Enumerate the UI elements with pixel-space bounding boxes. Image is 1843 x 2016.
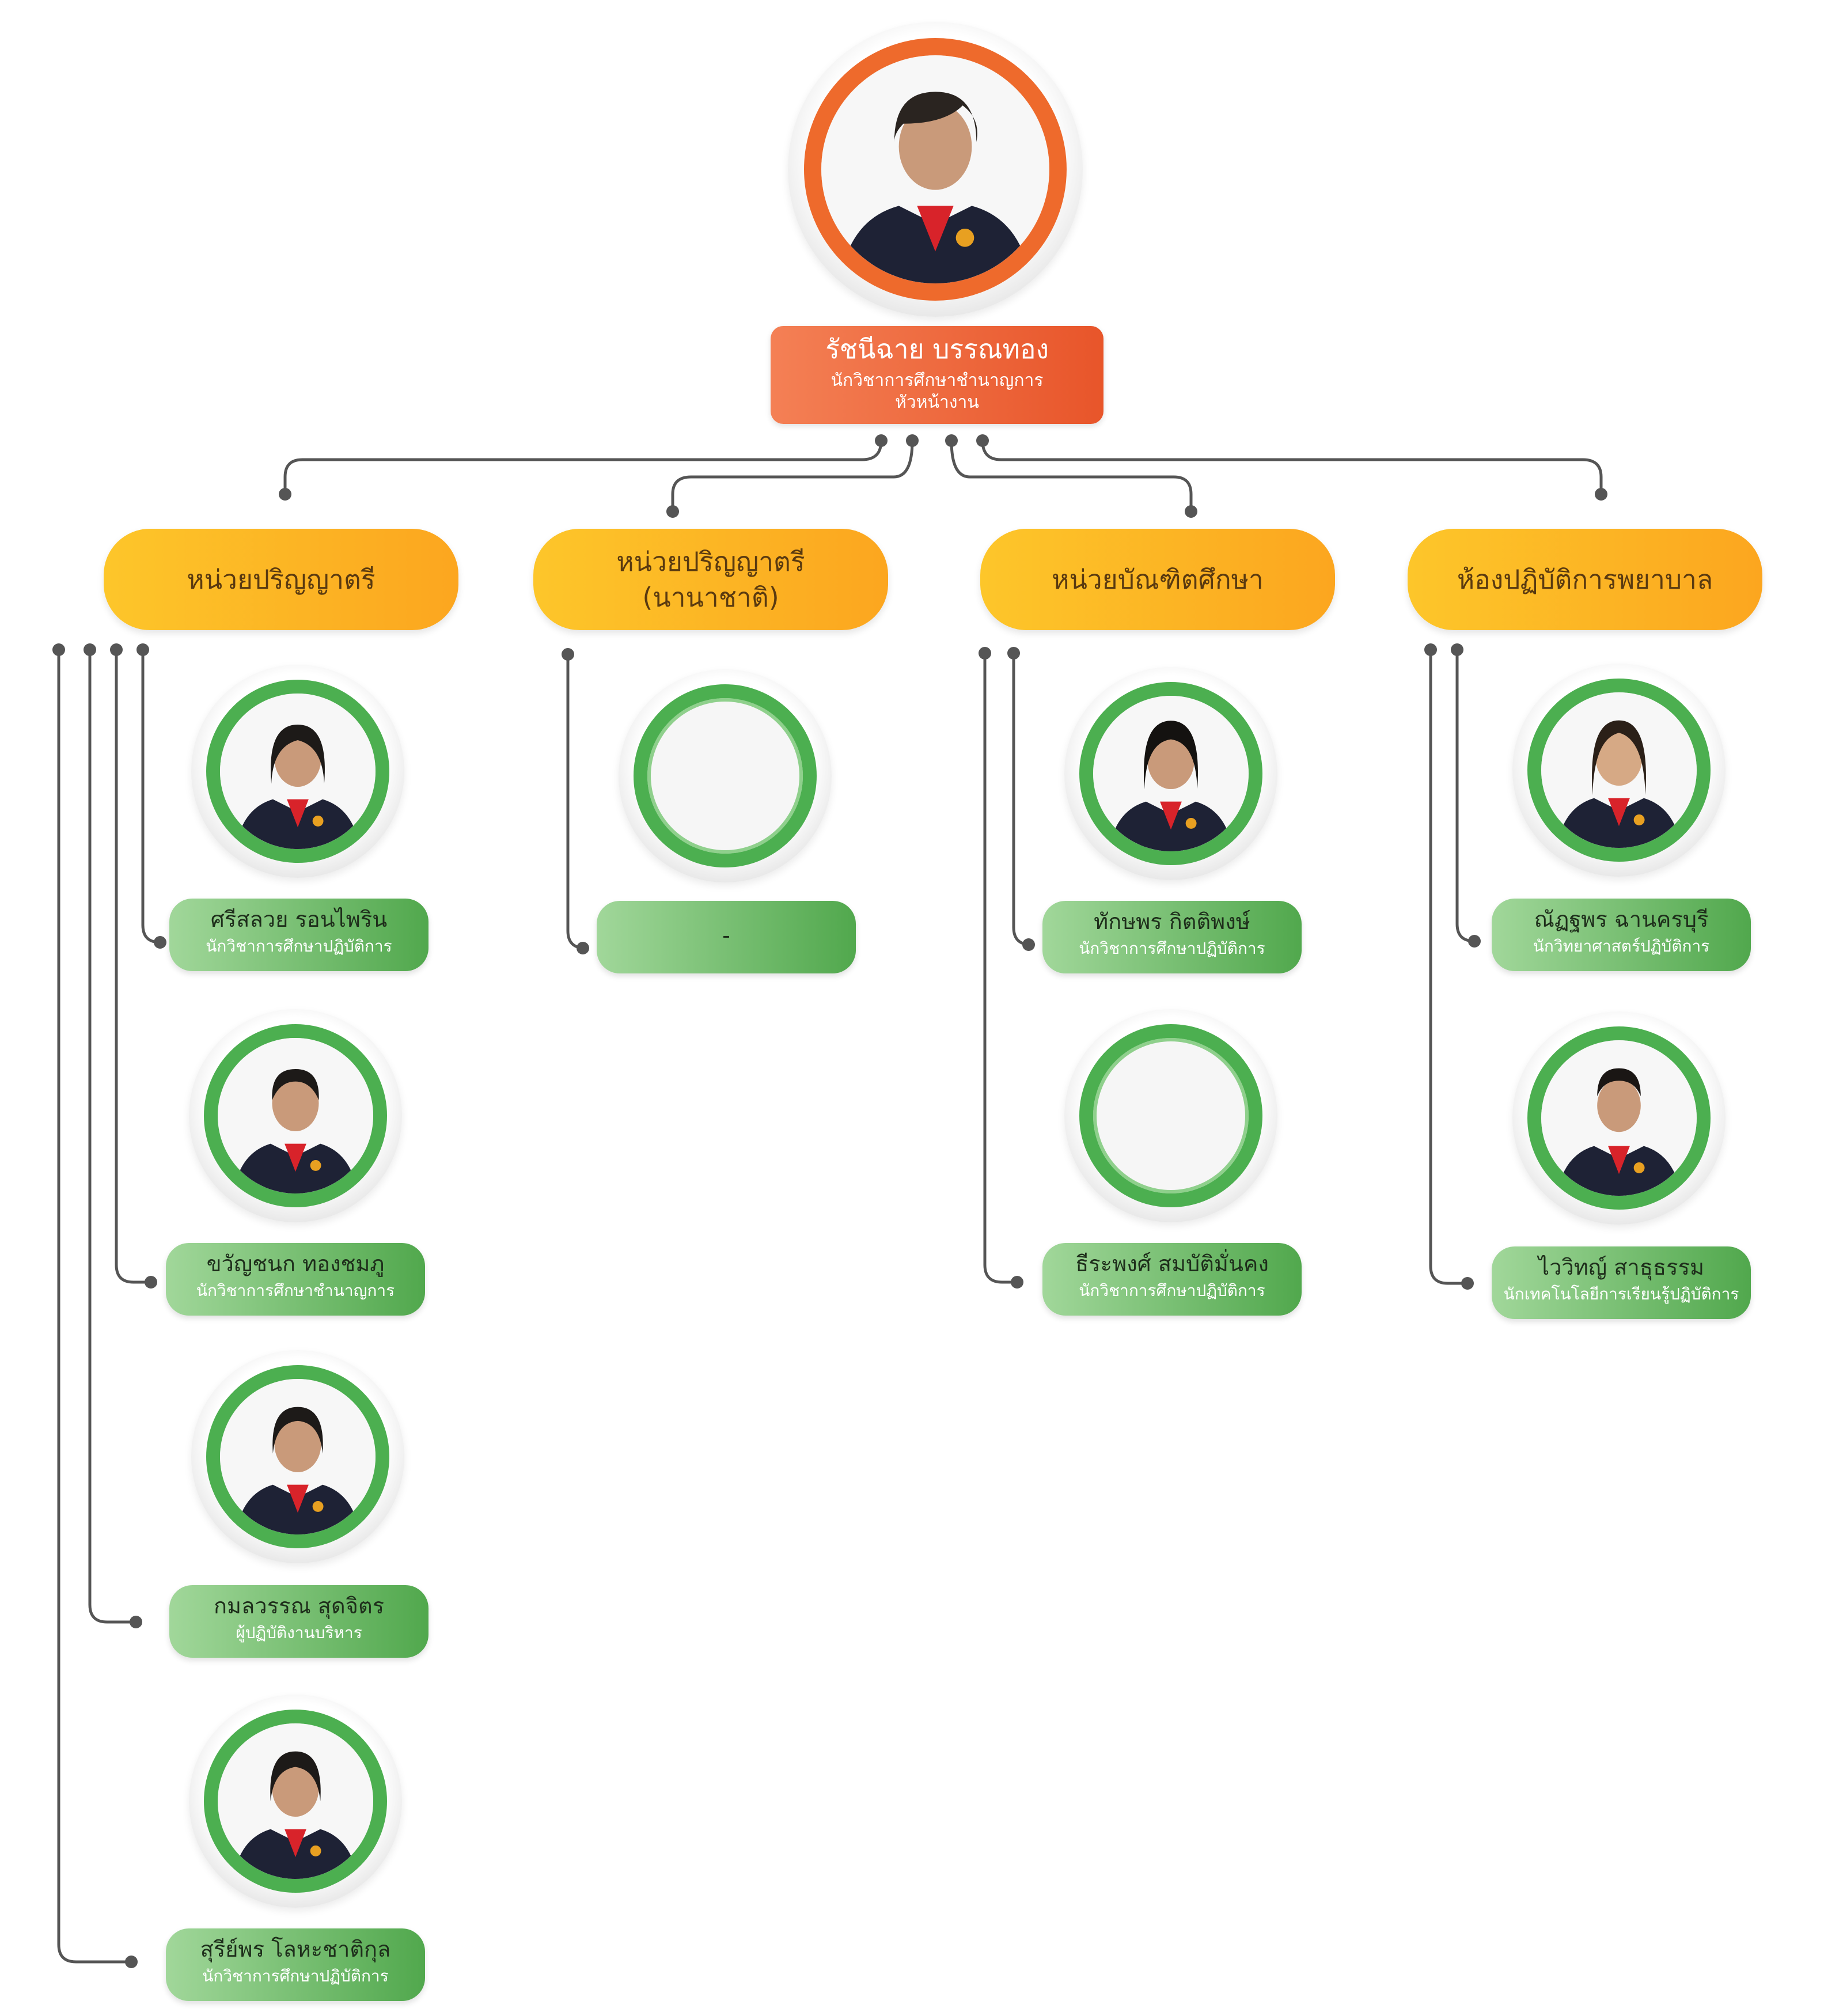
connector-dept3-m1 xyxy=(1012,651,1033,946)
member-photo-ring xyxy=(1527,1026,1711,1210)
member-photo-ring xyxy=(1527,679,1711,862)
member-photo-ring xyxy=(1079,682,1262,865)
member-name: ไววิทญ์ สาธุธรรม xyxy=(1538,1255,1705,1280)
connector-head-dept-3 xyxy=(950,439,1193,513)
member-title: ผู้ปฏิบัติงานบริหาร xyxy=(236,1623,362,1642)
portrait-woman-icon xyxy=(220,1379,376,1534)
department-nursing-lab[interactable]: ห้องปฏิบัติการพยาบาล xyxy=(1408,529,1762,630)
portrait-woman-icon xyxy=(218,1723,373,1879)
connector-dept4-m2 xyxy=(1429,648,1469,1285)
member-title: นักวิชาการศึกษาปฏิบัติการ xyxy=(1079,939,1265,958)
department-bachelor[interactable]: หน่วยปริญญาตรี xyxy=(104,529,458,630)
head-title: นักวิชาการศึกษาชำนาญการ xyxy=(831,370,1044,391)
member-title: นักวิชาการศึกษาปฏิบัติการ xyxy=(1079,1281,1265,1300)
department-graduate[interactable]: หน่วยบัณฑิตศึกษา xyxy=(980,529,1335,630)
department-label: หน่วยปริญญาตรี xyxy=(616,546,805,577)
connector-dept3-m2 xyxy=(983,651,1019,1284)
connector-dept4-m1 xyxy=(1455,648,1476,943)
member-card[interactable]: ทักษพร กิตติพงษ์ นักวิชาการศึกษาปฏิบัติก… xyxy=(1042,901,1302,973)
member-card-vacant[interactable]: - xyxy=(597,901,856,973)
member-name: ณัฏฐพร ฉานครบุรี xyxy=(1534,907,1709,932)
member-name: ธีระพงศ์ สมบัติมั่นคง xyxy=(1075,1251,1269,1276)
connector-dept1-m1 xyxy=(141,648,162,944)
head-name: รัชนีฉาย บรรณทอง xyxy=(825,334,1049,365)
department-label: หน่วยปริญญาตรี xyxy=(187,564,376,595)
member-photo-frame xyxy=(1064,667,1277,880)
member-title: นักวิชาการศึกษาปฏิบัติการ xyxy=(206,937,392,956)
department-bachelor-international[interactable]: หน่วยปริญญาตรี (นานาชาติ) xyxy=(533,529,888,630)
member-photo-frame xyxy=(1064,1009,1277,1222)
member-name: ศรีสลวย รอนไพริน xyxy=(210,907,388,932)
member-name: ขวัญชนก ทองชมภู xyxy=(206,1251,385,1276)
head-photo-frame xyxy=(788,22,1083,317)
member-card[interactable]: ธีระพงศ์ สมบัติมั่นคง นักวิชาการศึกษาปฏิ… xyxy=(1042,1243,1302,1316)
connector-dept1-m3 xyxy=(88,648,138,1624)
head-portrait-icon xyxy=(821,55,1049,283)
empty-photo-ring xyxy=(1079,1024,1262,1207)
connector-dept1-m4 xyxy=(57,648,133,1964)
member-photo-frame xyxy=(191,665,404,878)
portrait-woman-icon xyxy=(220,694,376,849)
member-name: สุรีย์พร โลหะชาติกุล xyxy=(200,1937,391,1962)
portrait-woman-icon xyxy=(1093,696,1249,851)
department-label-line2: (นานาชาติ) xyxy=(642,582,779,613)
head-card[interactable]: รัชนีฉาย บรรณทอง นักวิชาการศึกษาชำนาญการ… xyxy=(771,326,1103,424)
member-card[interactable]: ศรีสลวย รอนไพริน นักวิชาการศึกษาปฏิบัติก… xyxy=(169,899,428,971)
member-name: กมลวรรณ สุดจิตร xyxy=(213,1593,385,1619)
member-photo-frame xyxy=(189,1695,402,1908)
member-photo-frame xyxy=(189,1009,402,1222)
member-title: นักวิทยาศาสตร์ปฏิบัติการ xyxy=(1533,937,1710,956)
member-card[interactable]: ขวัญชนก ทองชมภู นักวิชาการศึกษาชำนาญการ xyxy=(166,1243,425,1316)
connector-head-dept-4 xyxy=(981,439,1603,496)
portrait-man-icon xyxy=(1541,1040,1697,1196)
empty-photo-ring xyxy=(634,684,817,867)
connector-dept1-m2 xyxy=(115,648,153,1284)
member-card[interactable]: ณัฏฐพร ฉานครบุรี นักวิทยาศาสตร์ปฏิบัติกา… xyxy=(1492,899,1751,971)
portrait-woman-icon xyxy=(218,1038,373,1193)
member-photo-ring xyxy=(206,1365,389,1548)
head-photo-ring xyxy=(804,38,1067,301)
connector-dept2-m1 xyxy=(566,653,587,950)
member-photo-ring xyxy=(206,680,389,863)
member-title: นักเทคโนโลยีการเรียนรู้ปฏิบัติการ xyxy=(1503,1284,1739,1303)
member-name: ทักษพร กิตติพงษ์ xyxy=(1094,909,1250,934)
member-photo-frame xyxy=(1512,1011,1726,1225)
member-photo-ring xyxy=(204,1710,387,1893)
member-photo-frame xyxy=(1512,664,1726,877)
department-label: ห้องปฏิบัติการพยาบาล xyxy=(1457,564,1713,595)
member-card[interactable]: กมลวรรณ สุดจิตร ผู้ปฏิบัติงานบริหาร xyxy=(169,1585,428,1658)
vacant-placeholder: - xyxy=(722,923,730,948)
head-role: หัวหน้างาน xyxy=(895,392,979,412)
member-photo-frame xyxy=(191,1350,404,1563)
member-card[interactable]: สุรีย์พร โลหะชาติกุล นักวิชาการศึกษาปฏิบ… xyxy=(166,1928,425,2001)
member-title: นักวิชาการศึกษาปฏิบัติการ xyxy=(202,1966,389,1985)
member-title: นักวิชาการศึกษาชำนาญการ xyxy=(196,1281,395,1300)
member-card[interactable]: ไววิทญ์ สาธุธรรม นักเทคโนโลยีการเรียนรู้… xyxy=(1492,1246,1751,1319)
department-label: หน่วยบัณฑิตศึกษา xyxy=(1052,564,1264,595)
portrait-woman-icon xyxy=(1541,692,1697,848)
connector-head-dept-1 xyxy=(283,439,883,496)
connector-head-dept-2 xyxy=(671,439,914,513)
member-photo-frame xyxy=(619,669,832,882)
member-photo-ring xyxy=(204,1024,387,1207)
